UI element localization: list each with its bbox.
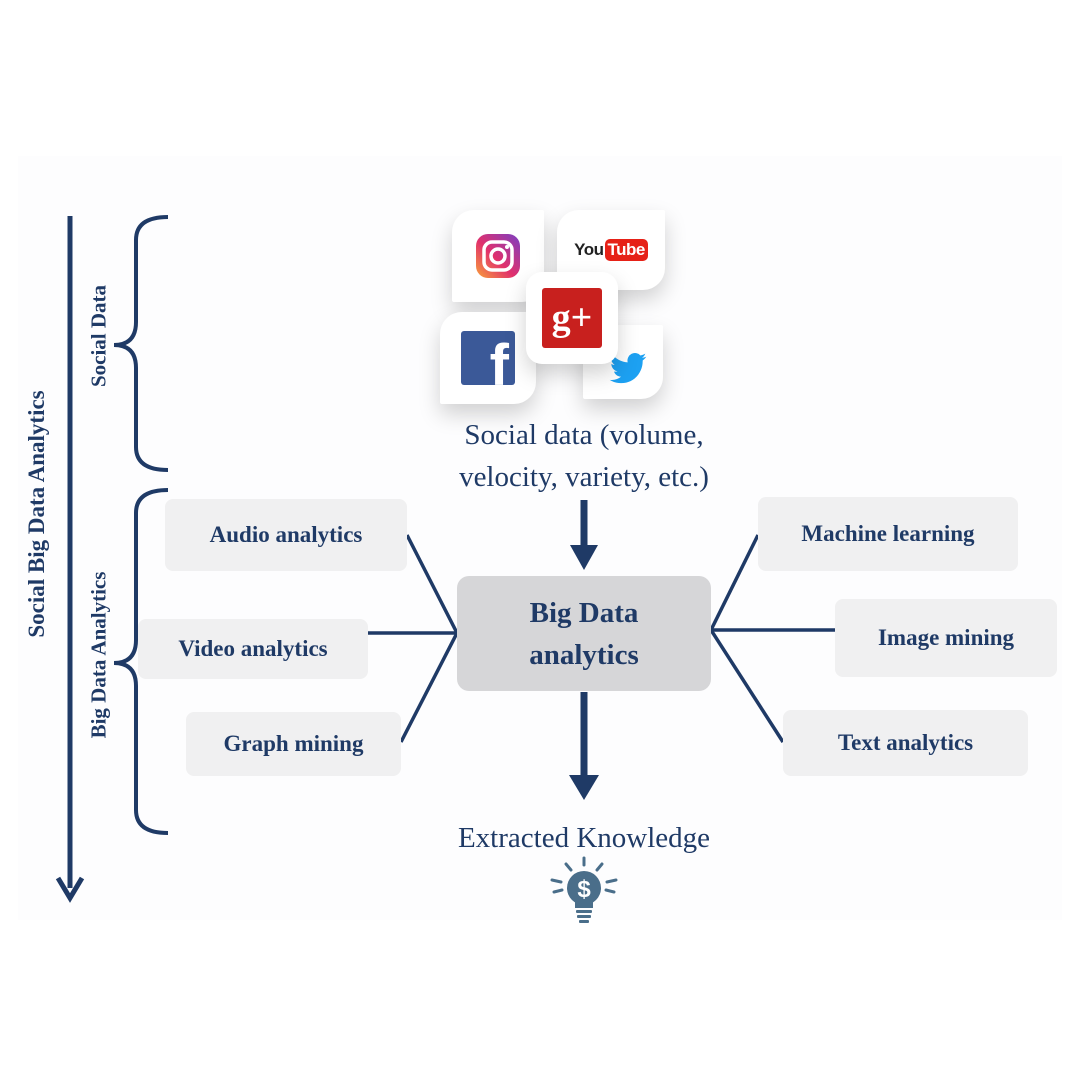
text-analytics-box: Text analytics	[783, 710, 1028, 776]
connector-machine-learning	[709, 534, 760, 631]
youtube-icon: You Tube	[574, 239, 648, 261]
connector-graph	[399, 632, 459, 743]
connector-text-analytics	[709, 629, 785, 743]
video-analytics-box: Video analytics	[138, 619, 368, 679]
image-mining-box: Image mining	[835, 599, 1057, 677]
instagram-icon	[476, 234, 520, 278]
center-line-2: analytics	[529, 638, 639, 671]
extracted-knowledge-label: Extracted Knowledge	[457, 822, 711, 854]
social-data-line-2: velocity, variety, etc.)	[459, 461, 709, 493]
social-data-label: Social Data	[86, 284, 111, 388]
dollar-symbol: $	[577, 876, 591, 903]
machine-learning-box: Machine learning	[758, 497, 1018, 571]
social-data-line-1: Social data (volume,	[464, 419, 704, 451]
big-data-analytics-bracket	[113, 488, 169, 835]
social-data-description: Social data (volume, velocity, variety, …	[420, 414, 748, 498]
facebook-icon: f	[461, 331, 515, 385]
google-plus-icon: g+	[542, 288, 602, 348]
outer-flow-arrowhead	[55, 876, 85, 903]
lightbulb-dollar-icon: $	[550, 856, 618, 923]
instagram-tile	[452, 210, 544, 302]
facebook-f-letter: f	[489, 333, 509, 386]
connector-audio	[405, 534, 459, 634]
google-plus-tile: g+	[526, 272, 618, 364]
youtube-you-text: You	[574, 240, 604, 259]
youtube-tube-text: Tube	[604, 239, 648, 261]
big-data-analytics-label: Big Data Analytics	[86, 571, 111, 739]
graph-mining-box: Graph mining	[186, 712, 401, 776]
center-line-1: Big Data	[529, 596, 639, 629]
facebook-tile: f	[440, 312, 536, 404]
input-arrowhead	[570, 545, 598, 570]
twitter-icon	[609, 353, 647, 384]
google-plus-text: g+	[551, 297, 593, 339]
output-arrowhead	[569, 775, 599, 800]
big-data-analytics-box: Big Data analytics	[457, 576, 711, 691]
social-data-bracket	[113, 215, 169, 472]
social-big-data-analytics-label: Social Big Data Analytics	[24, 390, 49, 638]
audio-analytics-box: Audio analytics	[165, 499, 407, 571]
